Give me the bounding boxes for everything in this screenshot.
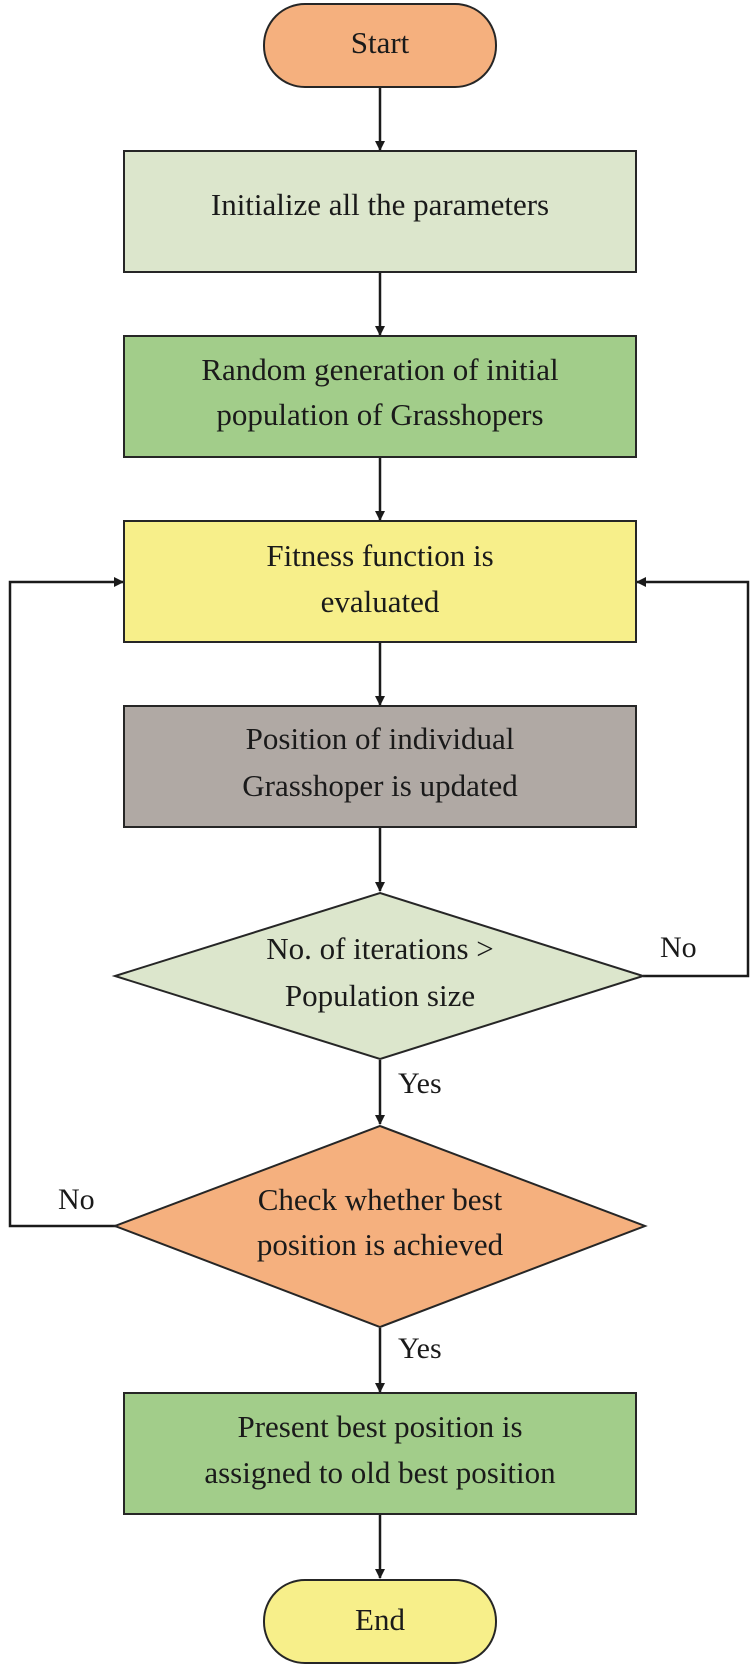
edge-label-check-no: No [58,1183,95,1216]
fitness-node: Fitness function is evaluated [123,520,637,643]
position-node: Position of individual Grasshoper is upd… [123,705,637,828]
start-node: Start [263,3,497,88]
nodes-layer: Start Initialize all the parameters Rand… [111,3,648,1664]
check-label-line-2: position is achieved [257,1227,504,1262]
end-terminal-shape [263,1579,497,1664]
edge-labels: No Yes No Yes [58,931,697,1365]
random-label-line-1: Random generation of initial [201,352,558,387]
random-node: Random generation of initial population … [123,335,637,458]
present-label-line-1: Present best position is [237,1409,522,1444]
iterations-decision-node: No. of iterations > Population size [111,891,647,1061]
init-node: Initialize all the parameters [123,150,637,273]
edge-label-iterations-no: No [660,931,697,964]
start-label: Start [351,25,410,60]
position-process-shape [123,705,637,828]
iterations-label-line-2: Population size [285,978,475,1013]
iterations-decision-shape [111,891,647,1061]
iterations-label-line-1: No. of iterations > [266,931,494,966]
present-process-shape [123,1392,637,1515]
check-decision-shape [112,1124,648,1329]
present-node: Present best position is assigned to old… [123,1392,637,1515]
check-decision-node: Check whether best position is achieved [112,1124,648,1329]
end-label: End [355,1602,405,1637]
check-label-line-1: Check whether best [258,1182,503,1217]
edges-layer [8,87,750,1579]
random-process-shape [123,335,637,458]
edge-check-to-fitness [8,577,124,1228]
end-node: End [263,1579,497,1664]
fitness-label-line-1: Fitness function is [266,538,493,573]
fitness-process-shape [123,520,637,643]
position-label-line-1: Position of individual [246,721,515,756]
edge-iterations-to-fitness [636,577,750,978]
edge-label-iterations-yes: Yes [398,1067,442,1100]
start-terminal-shape [263,3,497,88]
fitness-label-line-2: evaluated [321,584,440,619]
position-label-line-2: Grasshoper is updated [242,768,518,803]
init-label: Initialize all the parameters [211,187,549,222]
init-process-shape [123,150,637,273]
present-label-line-2: assigned to old best position [204,1455,556,1490]
random-label-line-2: population of Grasshopers [216,397,543,432]
edge-label-check-yes: Yes [398,1332,442,1365]
